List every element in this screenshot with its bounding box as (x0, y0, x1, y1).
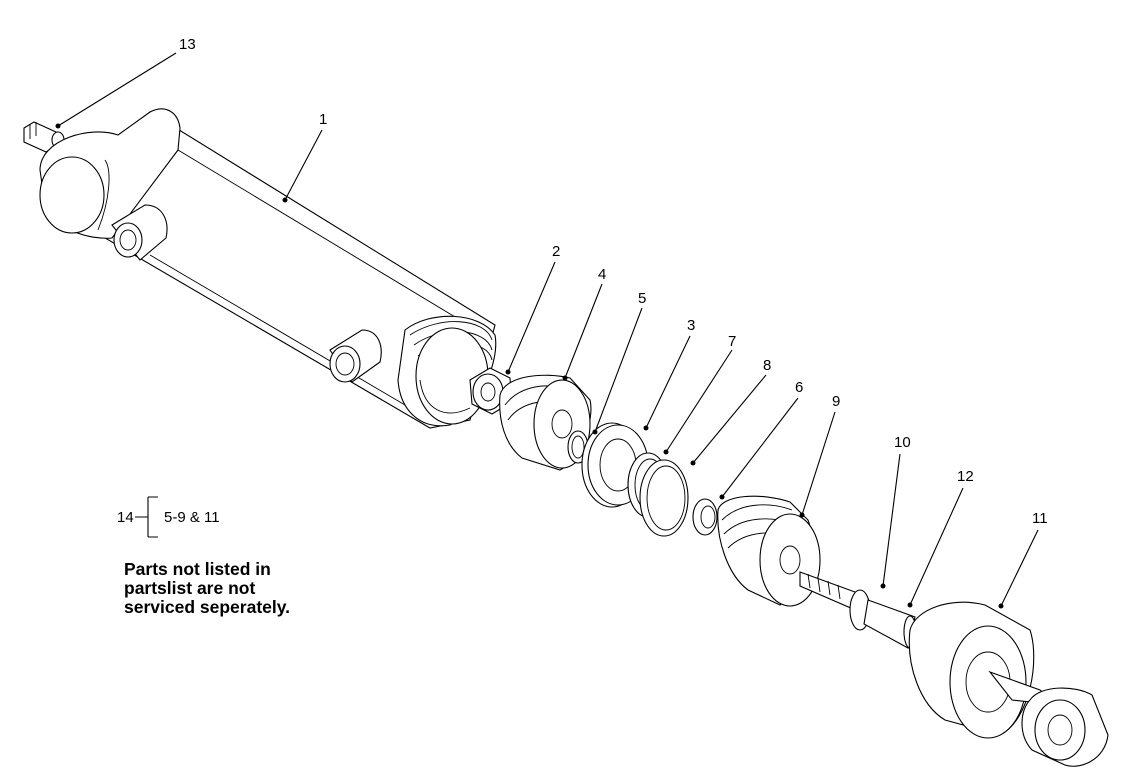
service-note: Parts not listed in partslist are not se… (124, 560, 290, 617)
callout-7: 7 (728, 333, 736, 350)
callout-10: 10 (894, 434, 911, 451)
callout-labels: 13 1 2 4 5 3 7 8 6 9 10 12 11 (179, 36, 1048, 527)
callout-12: 12 (957, 468, 974, 485)
callout-4: 4 (598, 266, 606, 283)
callout-6: 6 (795, 379, 803, 396)
callout-8: 8 (763, 357, 771, 374)
callout-1: 1 (319, 111, 327, 128)
kit-number: 14 (117, 509, 134, 526)
callout-5: 5 (638, 290, 646, 307)
callout-13: 13 (179, 36, 196, 53)
note-line-1: Parts not listed in (124, 559, 271, 579)
gland-part (717, 495, 821, 607)
o-ring-part (639, 459, 689, 537)
rod-end-part (908, 601, 1109, 767)
callout-11: 11 (1032, 510, 1048, 527)
cylinder-barrel-part (39, 108, 497, 429)
callout-3: 3 (687, 317, 695, 334)
callout-2: 2 (552, 243, 560, 260)
piston-rod-part (799, 571, 917, 649)
kit-range: 5-9 & 11 (164, 509, 220, 526)
callout-9: 9 (832, 393, 840, 410)
note-line-2: partslist are not (124, 578, 256, 598)
leader-lines (55, 52, 1039, 609)
small-seal-part (692, 498, 718, 536)
note-line-3: serviced seperately. (124, 597, 291, 617)
